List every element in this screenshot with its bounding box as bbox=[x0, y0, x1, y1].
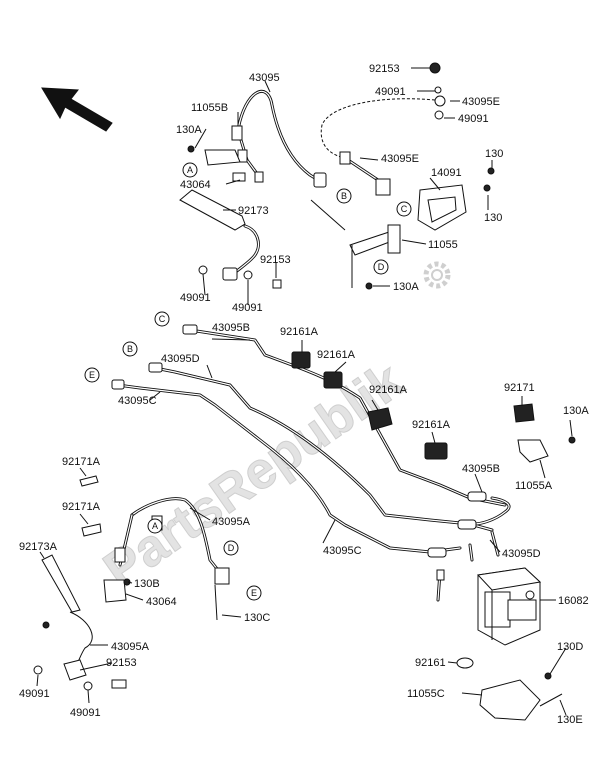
label-43064: 43064 bbox=[146, 596, 177, 608]
label-49091: 49091 bbox=[232, 302, 263, 314]
gear-icon bbox=[423, 261, 451, 289]
label-49091: 49091 bbox=[70, 707, 101, 719]
label-43095b: 43095B bbox=[212, 322, 250, 334]
ref-circle-b1: B bbox=[336, 188, 352, 204]
label-130a: 130A bbox=[176, 124, 202, 136]
label-11055b: 11055B bbox=[191, 102, 228, 114]
label-43095b: 43095B bbox=[462, 463, 500, 475]
label-92161a: 92161A bbox=[412, 419, 451, 431]
abs-hydraulic-unit bbox=[456, 567, 563, 721]
ref-circle-e1: E bbox=[84, 367, 100, 383]
label-43095a: 43095A bbox=[111, 641, 150, 653]
svg-text:C: C bbox=[401, 204, 408, 214]
label-11055c: 11055C bbox=[407, 688, 445, 700]
ref-circle-b2: B bbox=[122, 341, 138, 357]
upper-right-hose-assembly bbox=[310, 62, 495, 290]
label-14091: 14091 bbox=[431, 167, 462, 179]
label-92153: 92153 bbox=[369, 63, 400, 75]
svg-text:A: A bbox=[187, 165, 193, 175]
label-92161a: 92161A bbox=[280, 326, 319, 338]
label-43095d: 43095D bbox=[161, 353, 200, 365]
svg-text:E: E bbox=[89, 370, 95, 380]
label-92161: 92161 bbox=[415, 657, 446, 669]
label-49091: 49091 bbox=[180, 292, 211, 304]
label-92161a: 92161A bbox=[369, 384, 408, 396]
ref-circle-a2: A bbox=[147, 518, 163, 534]
label-49091: 49091 bbox=[19, 688, 50, 700]
label-92153: 92153 bbox=[260, 254, 291, 266]
svg-text:C: C bbox=[159, 314, 166, 324]
ref-circle-d2: D bbox=[223, 540, 239, 556]
svg-text:D: D bbox=[228, 543, 235, 553]
svg-text:E: E bbox=[251, 588, 257, 598]
label-43064: 43064 bbox=[180, 179, 211, 191]
leader-lines bbox=[36, 67, 573, 716]
label-43095c: 43095C bbox=[323, 545, 362, 557]
label-92171: 92171 bbox=[504, 382, 535, 394]
label-130d: 130D bbox=[557, 641, 583, 653]
label-92171a: 92171A bbox=[62, 501, 101, 513]
label-43095: 43095 bbox=[249, 72, 280, 84]
svg-text:B: B bbox=[341, 191, 347, 201]
lower-left-hose-assembly bbox=[33, 475, 230, 691]
label-43095e: 43095E bbox=[381, 153, 419, 165]
label-130: 130 bbox=[485, 148, 503, 160]
label-11055: 11055 bbox=[428, 239, 458, 251]
label-92171a: 92171A bbox=[62, 456, 101, 468]
ref-circle-e2: E bbox=[246, 585, 262, 601]
clip-92161a-group bbox=[291, 351, 576, 463]
svg-text:A: A bbox=[152, 521, 158, 531]
label-16082: 16082 bbox=[558, 595, 589, 607]
label-11055a: 11055A bbox=[515, 480, 553, 492]
label-92161a: 92161A bbox=[317, 349, 356, 361]
ref-circle-c2: C bbox=[154, 311, 170, 327]
middle-hose-runs bbox=[111, 324, 511, 602]
label-49091: 49091 bbox=[375, 86, 406, 98]
front-direction-arrow-icon bbox=[41, 87, 113, 132]
label-49091: 49091 bbox=[458, 113, 489, 125]
label-130c: 130C bbox=[244, 612, 270, 624]
part-labels: 43095 11055B 130A 43064 92173 92153 4909… bbox=[19, 63, 589, 726]
label-130a: 130A bbox=[563, 405, 589, 417]
ref-circle-d1: D bbox=[373, 259, 389, 275]
label-130a: 130A bbox=[393, 281, 419, 293]
label-130e: 130E bbox=[557, 714, 583, 726]
ref-circle-a1: A bbox=[182, 162, 198, 178]
label-43095c: 43095C bbox=[118, 395, 157, 407]
label-92173a: 92173A bbox=[19, 541, 58, 553]
label-130b: 130B bbox=[134, 578, 160, 590]
svg-text:D: D bbox=[378, 262, 385, 272]
ref-circle-c1: C bbox=[396, 201, 412, 217]
label-92153: 92153 bbox=[106, 657, 137, 669]
label-92173: 92173 bbox=[238, 205, 269, 217]
svg-text:B: B bbox=[127, 344, 133, 354]
label-130: 130 bbox=[484, 212, 502, 224]
label-43095e: 43095E bbox=[462, 96, 500, 108]
label-43095a: 43095A bbox=[212, 516, 251, 528]
label-43095d: 43095D bbox=[502, 548, 541, 560]
upper-left-hose-assembly bbox=[179, 89, 327, 289]
